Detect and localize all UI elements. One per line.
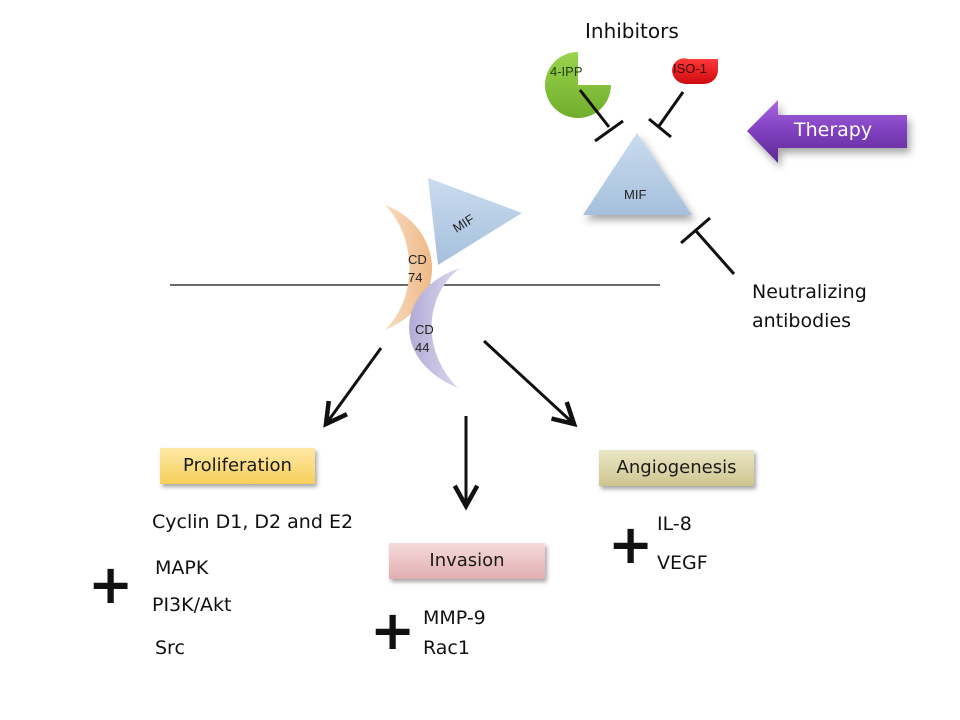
invasion-item: Rac1 bbox=[423, 637, 470, 659]
inhibitor-iso1-label: ISO-1 bbox=[673, 61, 707, 76]
cd44-receptor-shape bbox=[409, 268, 460, 388]
inhibitor-4ipp-shape bbox=[545, 52, 611, 118]
therapy-label: Therapy bbox=[794, 119, 873, 141]
inhibition-bar-4ipp bbox=[578, 89, 624, 143]
mif-free-label: MIF bbox=[624, 187, 647, 202]
angiogenesis-item: IL-8 bbox=[657, 513, 692, 535]
arrow-to-proliferation bbox=[326, 347, 383, 424]
proliferation-box: Proliferation bbox=[160, 448, 315, 484]
neutralizing-label-line1: Neutralizing bbox=[752, 281, 867, 303]
plus-icon-invasion: + bbox=[370, 599, 416, 662]
inhibition-bar-neutralizing-antibodies bbox=[680, 216, 736, 275]
proliferation-item: Cyclin D1, D2 and E2 bbox=[152, 511, 354, 533]
inhibitor-4ipp-label: 4-IPP bbox=[550, 64, 583, 79]
proliferation-item: Src bbox=[155, 637, 185, 659]
proliferation-item: PI3K/Akt bbox=[152, 594, 232, 616]
arrow-to-angiogenesis bbox=[482, 339, 574, 424]
mif-free-triangle bbox=[583, 133, 692, 215]
cd44-label-line1: CD bbox=[415, 322, 434, 337]
mif-bound-triangle bbox=[428, 178, 522, 265]
cd74-label-line2: 74 bbox=[408, 270, 423, 285]
proliferation-item: MAPK bbox=[155, 557, 209, 579]
therapy-arrow-shape bbox=[747, 100, 907, 163]
neutralizing-label-line2: antibodies bbox=[752, 310, 852, 332]
angiogenesis-box: Angiogenesis bbox=[599, 450, 754, 486]
plus-icon-proliferation: + bbox=[88, 553, 134, 616]
invasion-box: Invasion bbox=[389, 543, 545, 579]
angiogenesis-item: VEGF bbox=[657, 552, 708, 574]
inhibitor-iso1-shape bbox=[672, 58, 718, 84]
cd74-label-line1: CD bbox=[408, 252, 427, 267]
plus-icon-angiogenesis: + bbox=[608, 513, 654, 576]
cd44-label-line2: 44 bbox=[415, 340, 430, 355]
inhibition-bar-iso1 bbox=[648, 91, 685, 139]
invasion-item: MMP-9 bbox=[423, 607, 486, 629]
inhibitors-heading: Inhibitors bbox=[585, 19, 679, 43]
